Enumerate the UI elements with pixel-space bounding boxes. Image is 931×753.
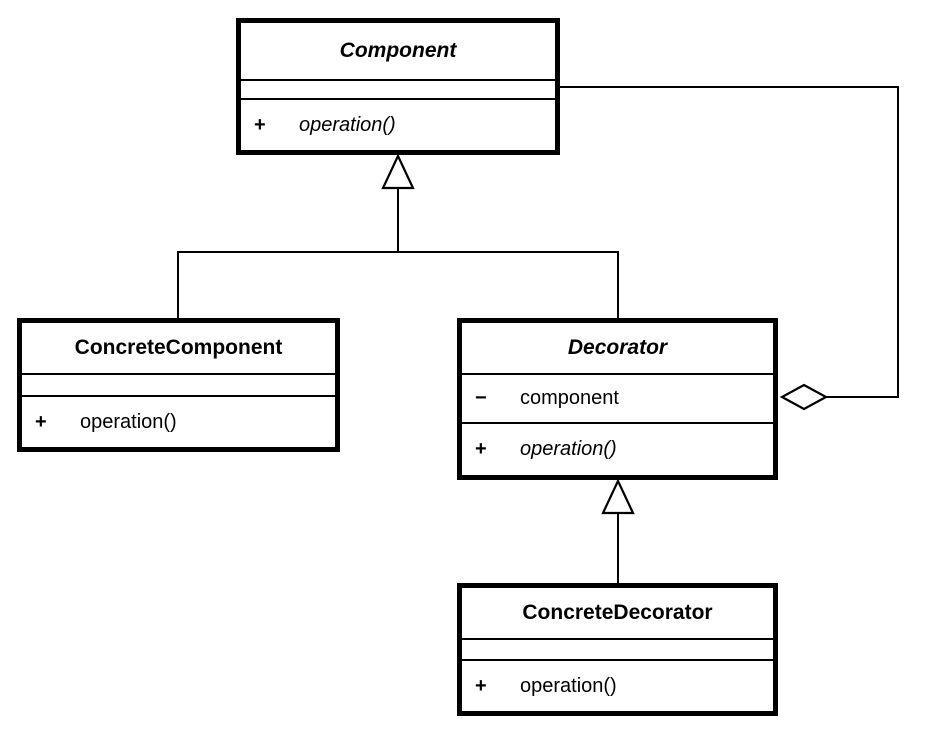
attribute-row: − component xyxy=(462,375,773,422)
operation-visibility: + xyxy=(35,410,47,433)
operation-visibility: + xyxy=(254,113,266,136)
operation-row: + operation() xyxy=(241,100,555,150)
attributes-compartment-empty xyxy=(241,81,555,98)
operation-name: operation() xyxy=(80,410,177,433)
operation-name: operation() xyxy=(520,438,617,460)
aggregation-diamond-icon xyxy=(779,383,829,411)
class-box-decorator: Decorator − component + operation() xyxy=(457,318,778,480)
operation-row: + operation() xyxy=(462,424,773,475)
operation-visibility: + xyxy=(475,438,487,460)
operation-visibility: + xyxy=(475,674,487,697)
class-name-concrete-component: ConcreteComponent xyxy=(74,336,283,359)
class-name-component: Component xyxy=(339,39,457,62)
compartment-divider xyxy=(22,373,335,375)
attributes-compartment-empty xyxy=(22,375,335,395)
operation-row: + operation() xyxy=(462,661,773,711)
compartment-divider xyxy=(241,79,555,81)
operation-row: + operation() xyxy=(22,397,335,447)
compartment-divider xyxy=(462,422,773,424)
compartment-divider xyxy=(22,395,335,397)
compartment-divider xyxy=(241,98,555,100)
generalization-triangle-icon-component xyxy=(381,153,415,190)
generalization-triangle-icon-decorator xyxy=(601,478,635,515)
aggregation-line-decorator-to-component xyxy=(560,86,899,398)
class-box-component: Component + operation() xyxy=(236,18,560,155)
attribute-name: component xyxy=(520,387,619,409)
class-box-concrete-component: ConcreteComponent + operation() xyxy=(17,318,340,452)
compartment-divider xyxy=(462,659,773,661)
class-box-concrete-decorator: ConcreteDecorator + operation() xyxy=(457,583,778,716)
attribute-visibility: − xyxy=(475,387,487,409)
class-name-decorator: Decorator xyxy=(567,336,668,359)
class-name-concrete-decorator: ConcreteDecorator xyxy=(522,601,713,624)
compartment-divider xyxy=(462,638,773,640)
attributes-compartment-empty xyxy=(462,640,773,659)
operation-name: operation() xyxy=(520,674,617,697)
compartment-divider xyxy=(462,373,773,375)
operation-name: operation() xyxy=(299,113,396,136)
